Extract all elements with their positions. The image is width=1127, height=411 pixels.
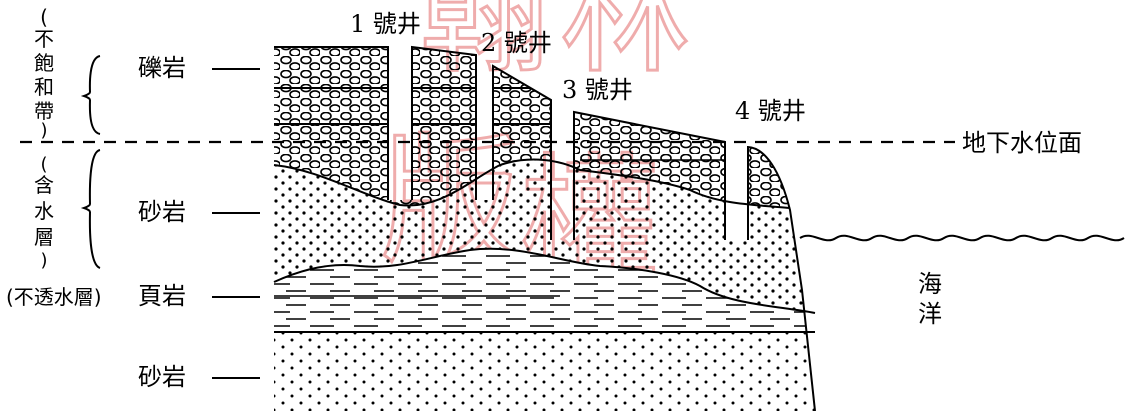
bracket-char: 不 xyxy=(34,27,54,51)
bracket-char: 帶 xyxy=(34,99,54,123)
bracket-char: ( xyxy=(40,154,47,175)
bracket-char: 和 xyxy=(34,75,54,99)
water-table-label: 地下水位面 xyxy=(962,129,1082,157)
unsaturated-zone-bracket: ( 不 飽 和 帶 ) xyxy=(34,5,101,141)
shale-texture xyxy=(274,248,815,332)
curly-brace xyxy=(80,149,101,269)
ocean-label-1: 海 xyxy=(918,270,942,298)
impermeable-note: (不透水層) xyxy=(6,285,102,309)
lower-sandstone-layer xyxy=(274,332,815,411)
svg-text:砂岩: 砂岩 xyxy=(138,198,186,226)
bracket-char: 飽 xyxy=(34,51,54,75)
shale-label: (不透水層) 頁岩 xyxy=(6,282,260,310)
ocean-surface xyxy=(799,234,1125,242)
layer-boundaries xyxy=(273,45,816,411)
bracket-char: 水 xyxy=(34,199,54,223)
well-2-label: 2 號井 xyxy=(481,29,552,57)
well-4-label: 4 號井 xyxy=(735,97,806,125)
lower-sandstone-label: 砂岩 xyxy=(138,363,260,391)
svg-text:礫岩: 礫岩 xyxy=(138,54,186,82)
aquifer-bracket: ( 含 水 層 ) xyxy=(34,149,101,271)
svg-text:頁岩: 頁岩 xyxy=(138,282,186,310)
svg-text:砂岩: 砂岩 xyxy=(138,363,186,391)
well-1-label: 1 號井 xyxy=(350,10,421,38)
upper-sandstone-layer xyxy=(274,159,815,313)
well-3-label: 3 號井 xyxy=(562,76,633,104)
conglomerate-label: 礫岩 xyxy=(138,54,260,82)
bracket-char: ) xyxy=(40,250,47,271)
upper-sandstone-label: 砂岩 xyxy=(138,198,260,226)
bracket-char: 含 xyxy=(34,173,54,197)
rock-layers xyxy=(274,47,815,411)
bracket-char: ) xyxy=(40,120,47,141)
ocean-label-2: 洋 xyxy=(918,300,942,328)
bracket-char: ( xyxy=(40,5,48,29)
curly-brace xyxy=(80,55,101,135)
watermark-char: 林 xyxy=(560,0,690,91)
bracket-char: 層 xyxy=(34,225,54,249)
